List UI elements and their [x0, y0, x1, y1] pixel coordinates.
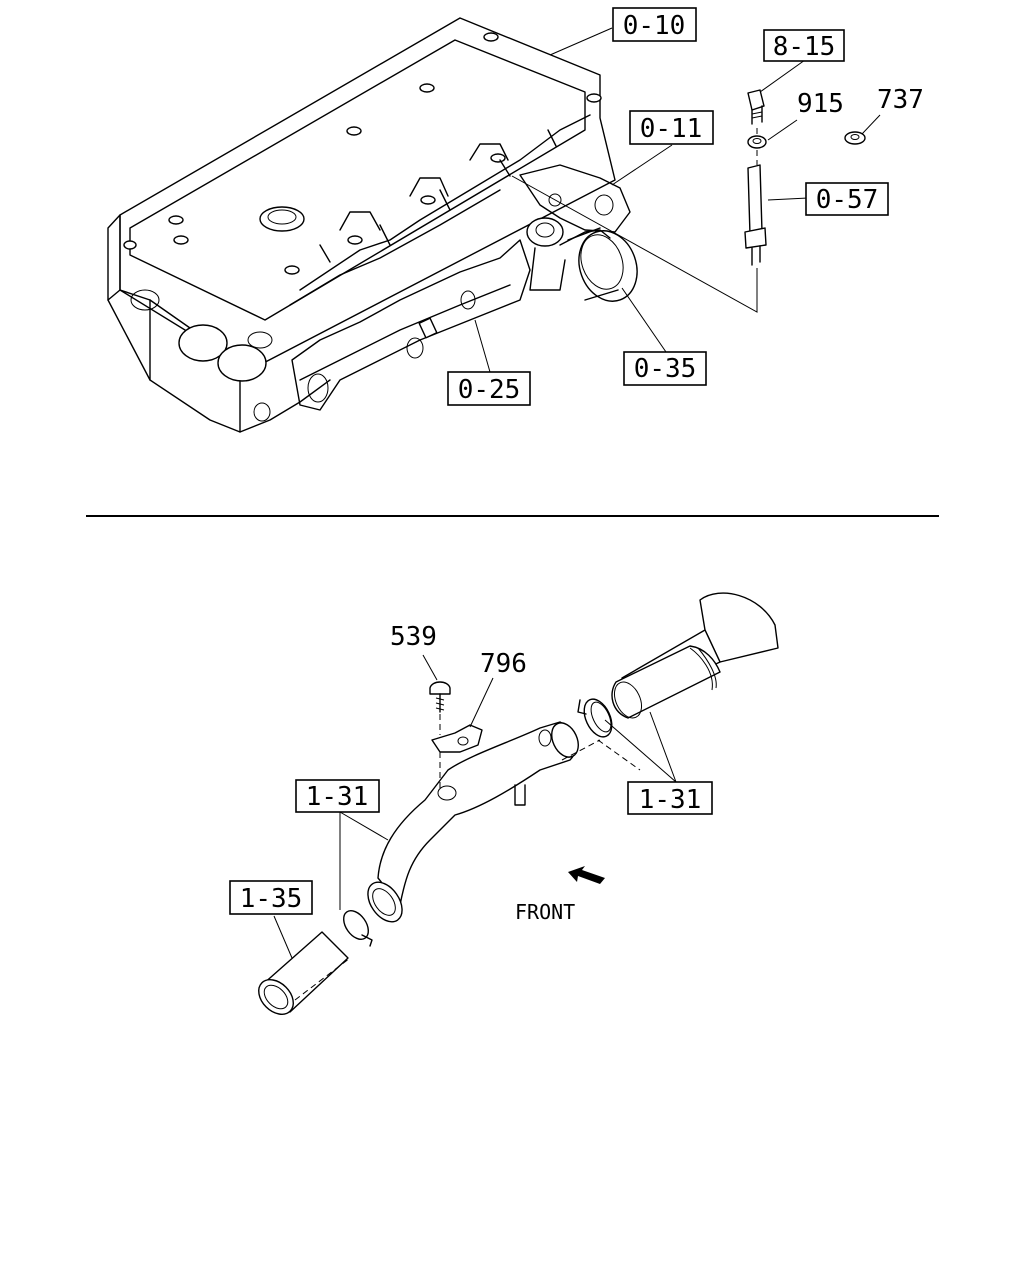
- callout-0-35-text: 0-35: [634, 354, 697, 384]
- callout-0-11: 0-11: [629, 110, 714, 145]
- callout-0-57-text: 0-57: [816, 185, 879, 215]
- callout-0-11-text: 0-11: [640, 114, 703, 144]
- clamp-ring-left: [342, 909, 373, 947]
- callout-1-31-right: 1-31: [627, 781, 713, 815]
- part-number-737: 737: [877, 85, 924, 115]
- part-number-539: 539: [390, 622, 437, 652]
- part-number-915: 915: [797, 89, 844, 119]
- washer-915: [747, 135, 767, 149]
- washer-737: [844, 131, 866, 145]
- callout-1-35: 1-35: [229, 880, 313, 915]
- callout-1-31-right-text: 1-31: [639, 785, 702, 815]
- upper-hose: [611, 592, 779, 719]
- callout-0-10-text: 0-10: [623, 11, 686, 41]
- callout-0-57: 0-57: [805, 182, 889, 216]
- screw-539: [429, 681, 451, 713]
- callout-8-15-text: 8-15: [773, 32, 836, 62]
- callout-0-35: 0-35: [623, 351, 707, 386]
- clamp-ring-right: [577, 698, 613, 738]
- throttle-body: [526, 217, 638, 302]
- callout-0-10: 0-10: [612, 7, 697, 42]
- callout-1-31-left: 1-31: [295, 779, 380, 813]
- intake-pipe: [367, 721, 579, 923]
- front-label: FRONT: [515, 900, 575, 924]
- bolt-8-15: [747, 89, 765, 125]
- callout-0-25: 0-25: [447, 371, 531, 406]
- callout-1-35-text: 1-35: [240, 884, 303, 914]
- callout-8-15: 8-15: [763, 29, 845, 62]
- callout-1-31-left-text: 1-31: [306, 782, 369, 812]
- callout-0-25-text: 0-25: [458, 375, 521, 405]
- bracket-796: [431, 724, 483, 753]
- front-arrow: [568, 866, 605, 884]
- leader-lines-upper: [474, 27, 881, 373]
- cylinder-head-drawing: [107, 17, 866, 433]
- part-number-796: 796: [480, 649, 527, 679]
- short-hose: [258, 931, 349, 1015]
- leader-lines-lower: [273, 654, 677, 959]
- intake-duct-drawing: [258, 592, 779, 1015]
- stud-0-57: [744, 164, 767, 266]
